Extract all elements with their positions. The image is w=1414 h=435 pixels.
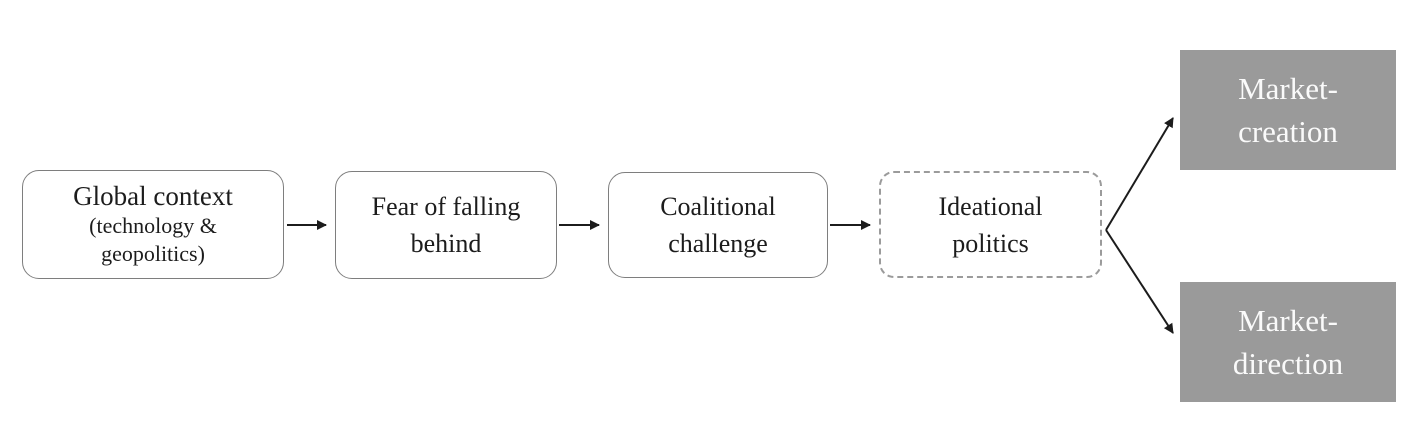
node-label-line: creation: [1238, 114, 1338, 149]
node-label-line: Coalitional: [660, 192, 776, 221]
node-label-line: Fear of falling: [371, 192, 521, 221]
node-label-line: direction: [1232, 346, 1344, 381]
node-global-context: Global context (technology & geopolitics…: [22, 170, 284, 279]
node-label-line: Market-: [1238, 71, 1338, 106]
node-label-line: Global context: [73, 181, 233, 211]
node-fear-of-falling-behind: Fear of falling behind: [335, 171, 557, 279]
node-label-line: politics: [952, 228, 1029, 258]
node-label-line: challenge: [668, 229, 768, 258]
node-label-line: behind: [410, 229, 482, 258]
node-label-line: geopolitics): [101, 241, 205, 266]
node-market-direction: Market- direction: [1180, 282, 1396, 402]
node-market-creation: Market- creation: [1180, 50, 1396, 170]
arrow-ideational-to-market-creation: [1105, 117, 1174, 231]
node-label-line: Market-: [1238, 303, 1338, 338]
node-coalitional-challenge: Coalitional challenge: [608, 172, 828, 278]
node-ideational-politics: Ideational politics: [879, 171, 1102, 278]
node-label-line: Ideational: [938, 191, 1043, 221]
node-label-line: (technology &: [89, 213, 217, 238]
arrow-ideational-to-market-direction: [1105, 229, 1174, 334]
